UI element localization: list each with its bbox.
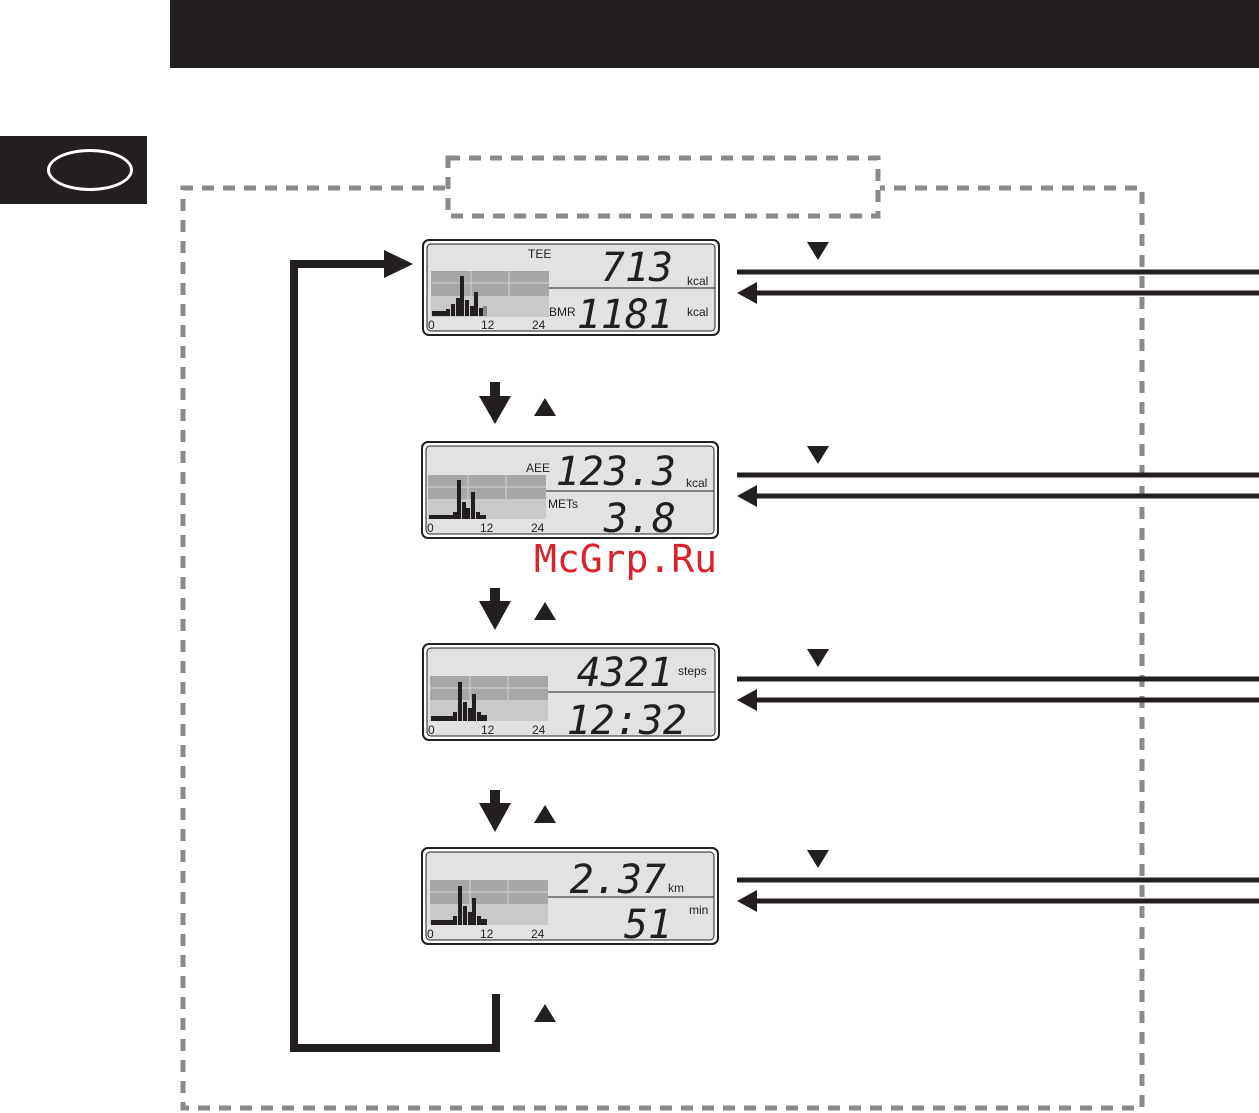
screen-2-bottom-value: 3.8 [603,496,676,542]
screen-4-top-unit: km [668,881,684,895]
lcd-screen-distance-minutes: 2.37 51 km min 0 12 24 [422,848,718,948]
screen-1-bottom-label: BMR [549,305,576,319]
loop-up-triangle-icon [534,1004,556,1022]
lcd-screen-tee-bmr: TEE BMR 713 1181 kcal kcal 0 12 24 [423,240,719,338]
screen-2-top-value: 123.3 [556,449,676,495]
screen-3-to-4-arrows [479,790,556,832]
screen-3-top-unit: steps [678,664,707,678]
side-arrows-3 [737,649,1259,711]
watermark-text: McGrp.Ru [534,537,717,581]
screen-3-axis-start: 0 [428,723,435,737]
screen-2-axis-start: 0 [427,521,434,535]
screen-3-top-value: 4321 [577,650,673,696]
screen-1-axis-mid: 12 [481,318,495,332]
side-arrows-4 [737,850,1259,912]
screen-4-bottom-unit: min [689,903,708,917]
screen-2-top-unit: kcal [686,476,707,490]
title-dashed-box [448,158,878,216]
screen-1-to-2-arrows [479,382,556,424]
lcd-screen-aee-mets: AEE METs 123.3 3.8 kcal 0 12 24 [422,442,718,542]
screen-2-axis-mid: 12 [480,521,494,535]
screen-1-bottom-value: 1181 [577,292,673,338]
screen-2-top-label: AEE [526,461,550,475]
screen-4-bottom-value: 51 [624,902,672,948]
screen-2-axis-end: 24 [531,521,545,535]
side-arrows-2 [737,446,1259,507]
screen-1-top-value: 713 [601,245,673,291]
screen-3-bottom-value: 12:32 [567,698,687,744]
side-arrows-1 [737,242,1259,304]
return-loop-arrowhead [384,250,413,278]
screen-3-axis-mid: 12 [481,723,495,737]
screen-1-top-label: TEE [528,247,551,261]
screen-4-axis-mid: 12 [480,927,494,941]
screen-2-bottom-label: METs [548,497,578,511]
screen-3-axis-end: 24 [532,723,546,737]
screen-1-axis-end: 24 [532,318,546,332]
screen-4-axis-end: 24 [531,927,545,941]
screen-1-axis-start: 0 [428,318,435,332]
screen-4-top-value: 2.37 [570,857,666,903]
screen-4-axis-start: 0 [427,927,434,941]
screen-1-bottom-unit: kcal [687,305,708,319]
screen-1-top-unit: kcal [687,274,708,288]
lcd-screen-steps-time: 4321 12:32 steps 0 12 24 [423,644,719,744]
screen-2-to-3-arrows [479,588,556,630]
